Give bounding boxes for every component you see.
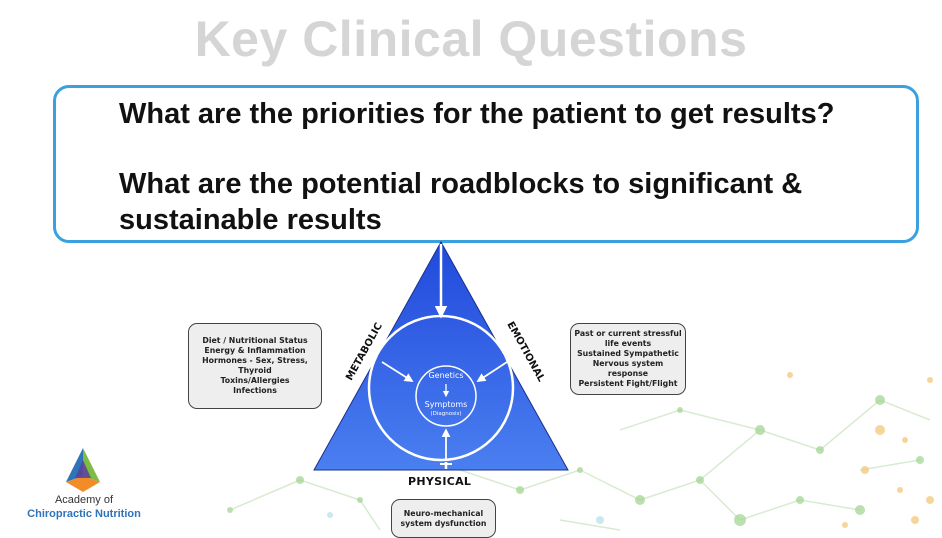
metabolic-factors-note: Diet / Nutritional Status Energy & Infla…	[188, 323, 322, 409]
question-priorities: What are the priorities for the patient …	[119, 98, 835, 130]
physical-factors-text: Neuro-mechanical system dysfunction	[400, 508, 487, 528]
genetics-label: Genetics	[428, 371, 463, 380]
question-roadblocks: What are the potential roadblocks to sig…	[119, 168, 803, 236]
slide-title: Key Clinical Questions	[194, 11, 748, 67]
brand-line-1: Academy of	[54, 494, 114, 506]
triangle-diagram: Genetics Symptoms (Diagnosis) METABOLIC …	[313, 240, 569, 471]
emotional-factors-note: Past or current stressful life events Su…	[570, 323, 686, 395]
brand-name: Academy of Chiropractic Nutrition	[14, 493, 154, 521]
questions-box: What are the priorities for the patient …	[53, 85, 919, 243]
metabolic-factors-text: Diet / Nutritional Status Energy & Infla…	[202, 336, 308, 395]
physical-label: PHYSICAL	[408, 475, 472, 488]
emotional-factors-text: Past or current stressful life events Su…	[574, 329, 682, 388]
physical-factors-note: Neuro-mechanical system dysfunction	[391, 499, 496, 538]
inner-circle	[415, 365, 477, 427]
symptoms-label: Symptoms	[425, 400, 468, 409]
brand-line-2: Chiropractic Nutrition	[27, 508, 141, 520]
academy-logo-icon	[66, 448, 100, 492]
diagnosis-label: (Diagnosis)	[430, 411, 461, 417]
